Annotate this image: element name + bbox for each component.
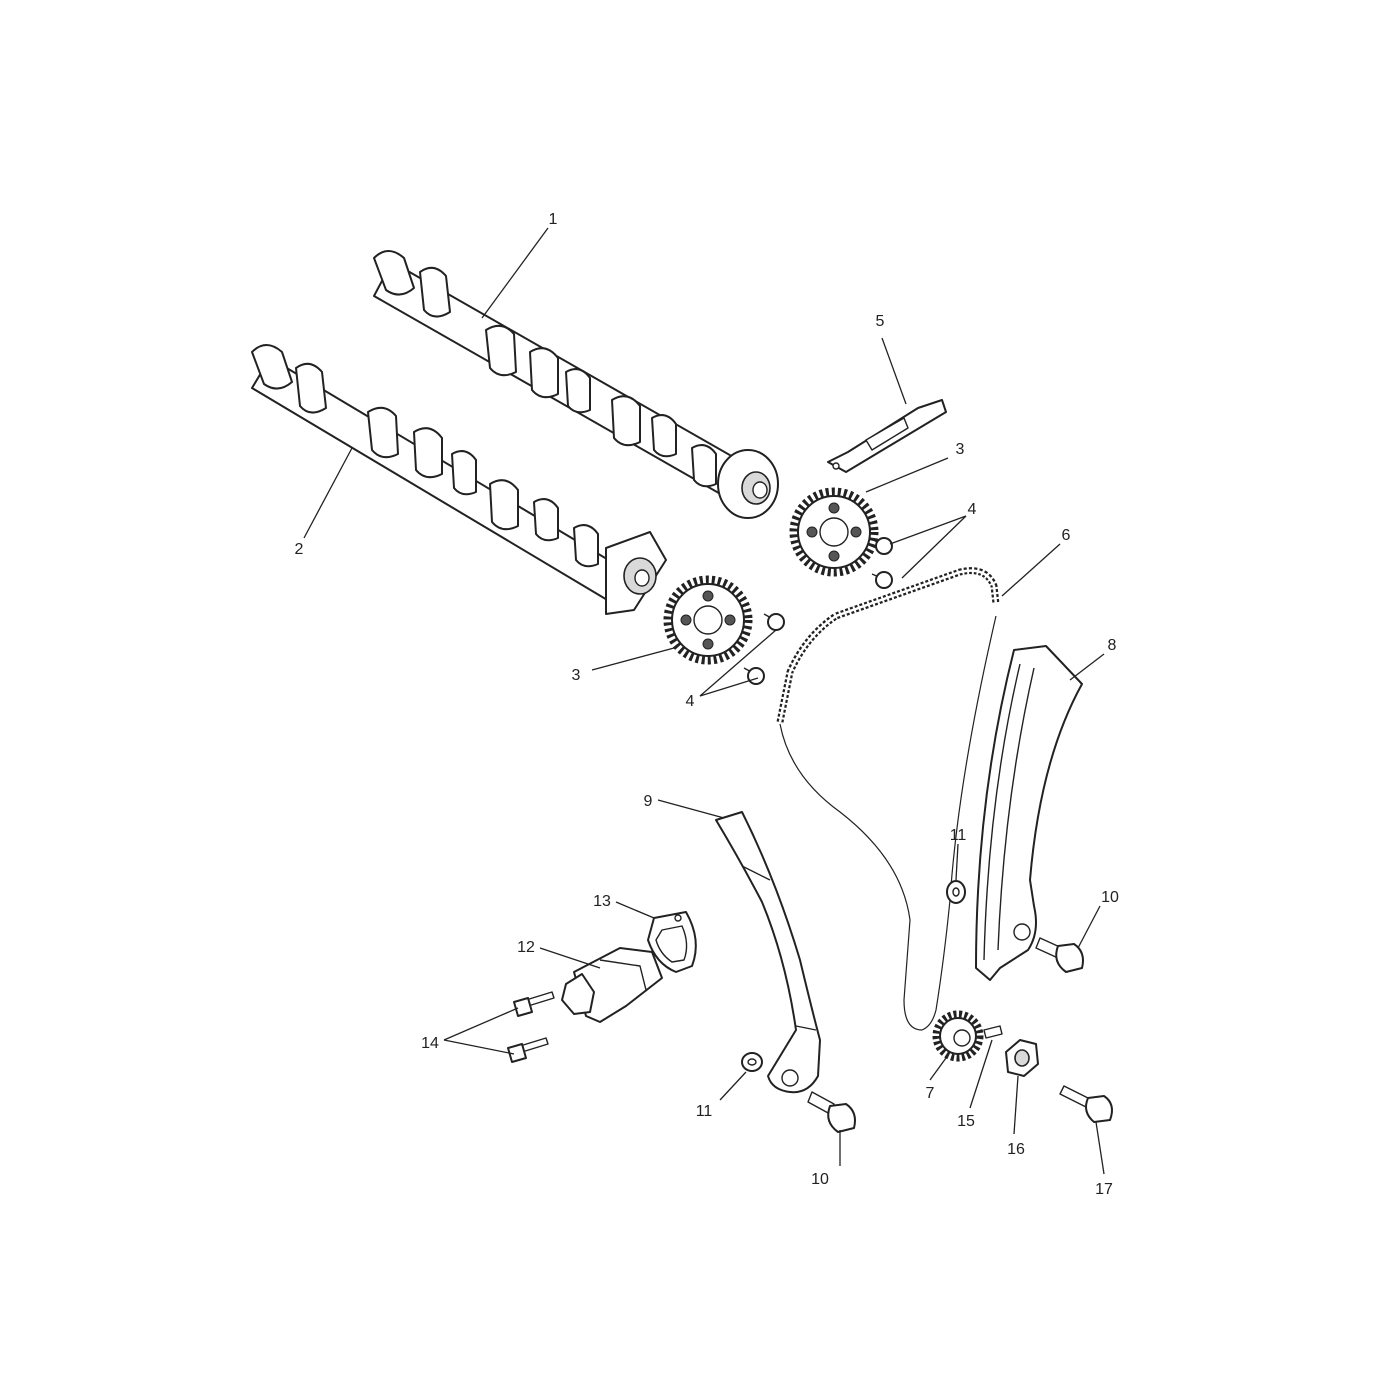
sprocket-3-upper <box>789 487 879 577</box>
callout-12: 12 <box>517 939 535 956</box>
camshaft-1-lobes <box>373 250 717 488</box>
callout-9: 9 <box>644 793 653 810</box>
sprocket-bolt-4-a <box>869 537 893 555</box>
callout-10-right: 10 <box>1101 889 1119 906</box>
callout-1: 1 <box>549 211 558 228</box>
callout-11-right: 11 <box>950 827 967 844</box>
callout-8: 8 <box>1108 637 1117 654</box>
callout-4-lower: 4 <box>686 693 695 710</box>
callout-3-lower: 3 <box>572 667 581 684</box>
callout-2: 2 <box>295 541 304 558</box>
camshaft-1 <box>373 250 779 519</box>
woodruff-key-15 <box>983 1025 1003 1039</box>
callout-17: 17 <box>1095 1181 1113 1198</box>
sprocket-bolt-4-c <box>763 613 785 631</box>
crank-nut-16 <box>1005 1039 1039 1077</box>
camshaft-1-end-flange <box>717 449 779 519</box>
crank-sprocket-7 <box>932 1010 984 1062</box>
callout-10-bottom: 10 <box>811 1171 829 1188</box>
callout-13: 13 <box>593 893 611 910</box>
callout-7: 7 <box>926 1085 935 1102</box>
pivot-bolt-10-b <box>807 1091 856 1133</box>
callout-4-upper: 4 <box>968 501 977 518</box>
cam-chain-6 <box>776 567 1000 1031</box>
crank-bolt-17 <box>1059 1085 1113 1123</box>
chain-guide-8 <box>975 645 1083 981</box>
callout-5: 5 <box>876 313 885 330</box>
camshaft-2-end-flange <box>605 531 667 615</box>
washer-11-a <box>946 880 966 904</box>
washer-11-b <box>741 1052 763 1072</box>
callout-11-left: 11 <box>696 1103 713 1120</box>
callout-14: 14 <box>421 1035 439 1052</box>
callout-16: 16 <box>1007 1141 1025 1158</box>
callout-labels: 1 2 3 3 4 4 5 6 7 8 9 10 10 11 11 12 13 … <box>295 211 1119 1198</box>
chain-tensioner-12 <box>561 947 663 1023</box>
callout-6: 6 <box>1062 527 1071 544</box>
leader-lines <box>303 227 1105 1175</box>
camshaft-2 <box>251 344 667 615</box>
gasket-13 <box>647 911 697 973</box>
callout-15: 15 <box>957 1113 975 1130</box>
sprocket-3-lower <box>663 575 753 665</box>
callout-3-upper: 3 <box>956 441 965 458</box>
camshaft-2-lobes <box>251 344 599 568</box>
chain-guide-9 <box>715 811 821 1094</box>
tensioner-bolt-14-b <box>507 1037 549 1063</box>
pivot-bolt-10-a <box>1035 937 1084 973</box>
bracket-5 <box>827 399 947 473</box>
sprocket-bolt-4-b <box>871 571 893 589</box>
tensioner-bolt-14-a <box>513 991 555 1017</box>
